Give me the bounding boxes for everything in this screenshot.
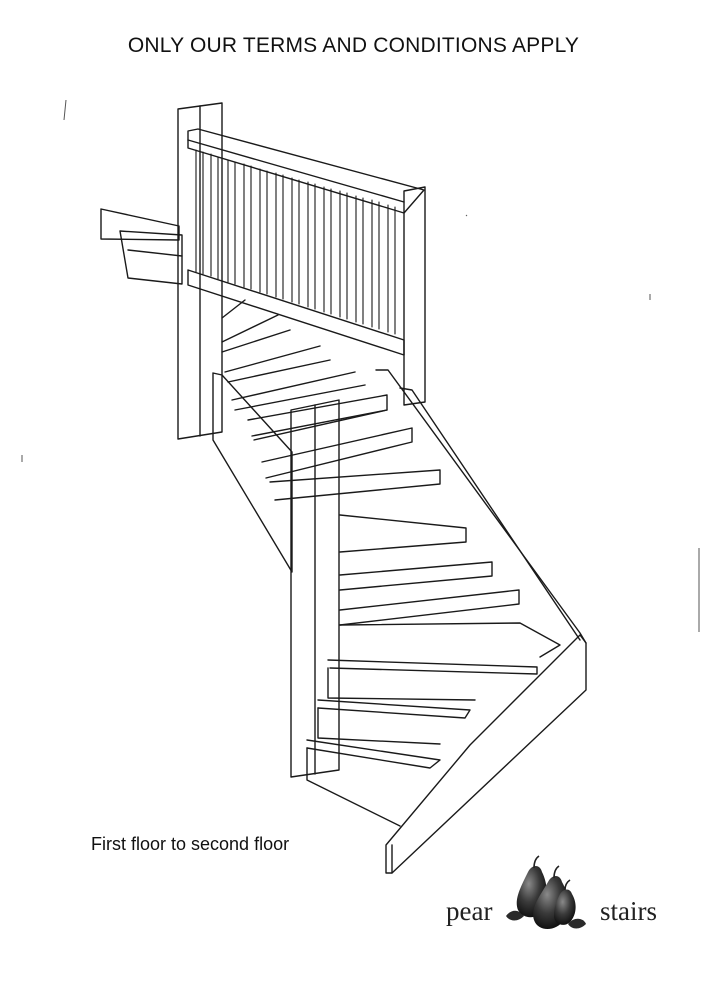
main-newel-post: [291, 400, 339, 777]
left-stringer: [213, 373, 292, 572]
logo-word-pear: pear: [446, 896, 493, 926]
logo-word-stairs: stairs: [600, 896, 657, 926]
spindles: [196, 150, 395, 334]
right-newel-post: [404, 187, 425, 405]
upper-winder-steps: [222, 300, 365, 410]
base-rail: [188, 270, 404, 355]
handrail: [188, 129, 424, 213]
upper-newel-post: [178, 103, 222, 439]
company-logo: pear stairs: [440, 852, 660, 942]
straight-flight-treads: [248, 395, 519, 625]
landing-nosing: [101, 209, 182, 284]
drawing-caption: First floor to second floor: [91, 834, 290, 854]
bottom-stringer: [386, 635, 586, 873]
page-title: ONLY OUR TERMS AND CONDITIONS APPLY: [127, 34, 580, 57]
scan-marks: [22, 100, 699, 632]
lower-winder-treads: [307, 623, 560, 826]
pear-icon: [506, 854, 586, 929]
